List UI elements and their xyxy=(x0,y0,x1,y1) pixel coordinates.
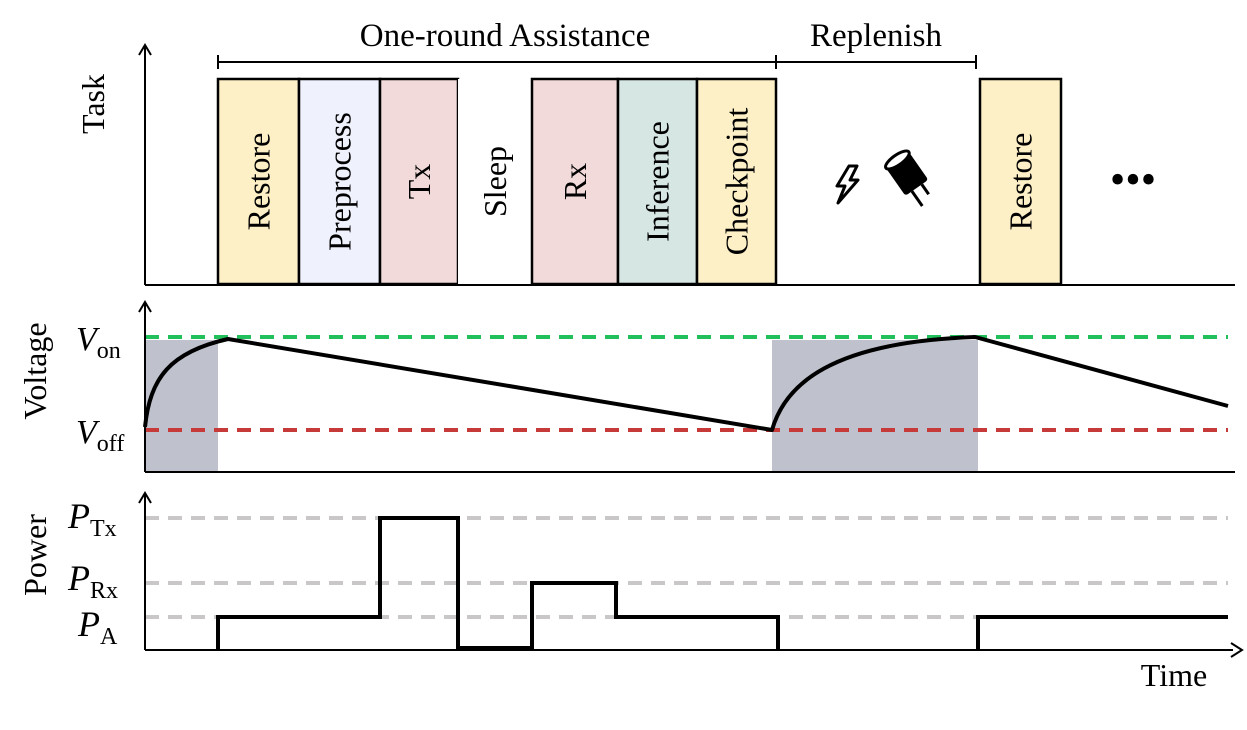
power-axis xyxy=(138,491,1244,658)
task-label-restore: Restore xyxy=(1003,133,1039,231)
task-label-sleep: Sleep xyxy=(477,146,513,217)
p-a-label: PA xyxy=(77,604,118,650)
p-rx-label: PRx xyxy=(67,558,118,604)
voltage-axis xyxy=(138,300,1235,473)
task-label-restore: Restore xyxy=(241,133,277,231)
capacitor-icon xyxy=(884,149,930,207)
charge-shade-1 xyxy=(145,340,218,472)
task-axis-label: Task xyxy=(75,74,111,134)
v-off-label: Voff xyxy=(76,414,124,457)
task-box-sleep xyxy=(458,79,532,284)
task-box-rx xyxy=(530,77,620,286)
v-on-label: Von xyxy=(76,321,121,364)
replenish-label: Replenish xyxy=(810,18,942,54)
ellipsis: ••• xyxy=(1110,155,1156,204)
task-label-tx: Tx xyxy=(401,164,437,200)
power-trace-2 xyxy=(976,615,1228,650)
task-box-restore xyxy=(978,77,1063,286)
one-round-bracket xyxy=(217,55,777,69)
task-box-inference xyxy=(616,77,699,286)
power-trace xyxy=(216,516,780,650)
replenish-bracket xyxy=(776,55,977,69)
lightning-icon xyxy=(835,164,860,205)
voltage-curve xyxy=(143,335,1229,432)
voltage-axis-label: Voltage xyxy=(17,322,53,419)
one-round-label: One-round Assistance xyxy=(360,18,651,54)
power-axis-label: Power xyxy=(17,514,53,596)
task-box-restore xyxy=(216,77,301,286)
p-tx-label: PTx xyxy=(67,496,117,542)
task-label-inference: Inference xyxy=(640,121,676,242)
task-label-preprocess: Preprocess xyxy=(322,112,358,251)
task-label-checkpoint: Checkpoint xyxy=(719,108,755,256)
task-boxes: Restore Preprocess Tx Sleep Rx Inference Check… xyxy=(216,77,1063,286)
task-box-checkpoint xyxy=(695,77,778,286)
time-axis-label: Time xyxy=(1141,657,1207,693)
task-box-preprocess xyxy=(297,77,382,286)
charge-shade-2 xyxy=(772,340,978,472)
task-label-rx: Rx xyxy=(557,163,593,200)
